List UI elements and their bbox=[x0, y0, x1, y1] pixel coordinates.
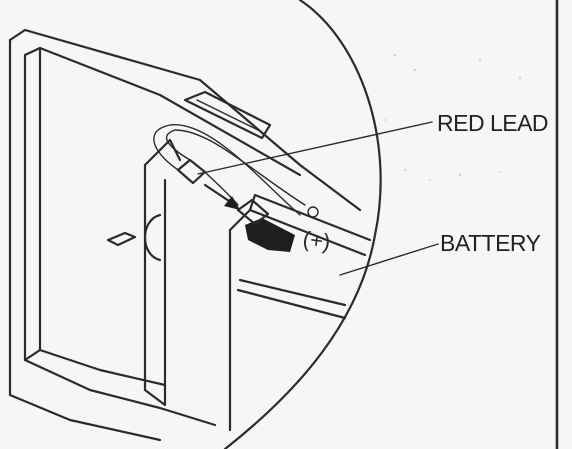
positive-terminal-label: (+) bbox=[301, 226, 332, 255]
red-lead-leader bbox=[197, 121, 433, 175]
side-tab bbox=[106, 231, 137, 247]
divider-wall bbox=[143, 163, 167, 407]
housing-inner-frame bbox=[38, 46, 302, 177]
battery-leader bbox=[339, 243, 439, 276]
terminal-clip bbox=[236, 198, 270, 226]
connection-arrowhead bbox=[224, 196, 240, 210]
magnifier-circle-edge bbox=[223, 0, 382, 449]
red-lead-wire-2 bbox=[165, 129, 306, 206]
housing-outer-left bbox=[8, 38, 162, 442]
lead-connector bbox=[176, 158, 207, 185]
divider-top bbox=[143, 138, 182, 167]
battery-label: BATTERY bbox=[440, 230, 541, 256]
housing-floor-inner bbox=[38, 348, 167, 387]
top-slot-inner bbox=[196, 99, 259, 131]
battery-terminal bbox=[245, 218, 295, 252]
battery-lower-band bbox=[236, 288, 347, 320]
housing-inner-left bbox=[23, 46, 42, 362]
paper-speckle bbox=[384, 39, 521, 181]
housing-outer-frame bbox=[8, 28, 362, 212]
side-knob bbox=[144, 213, 162, 262]
top-slot bbox=[183, 90, 272, 140]
red-lead-wire bbox=[153, 124, 301, 216]
red-lead-label: RED LEAD bbox=[437, 110, 548, 136]
screw bbox=[307, 206, 319, 218]
battery-top-band bbox=[238, 278, 347, 307]
housing-floor bbox=[23, 358, 217, 427]
battery-rear-edge bbox=[248, 193, 372, 242]
